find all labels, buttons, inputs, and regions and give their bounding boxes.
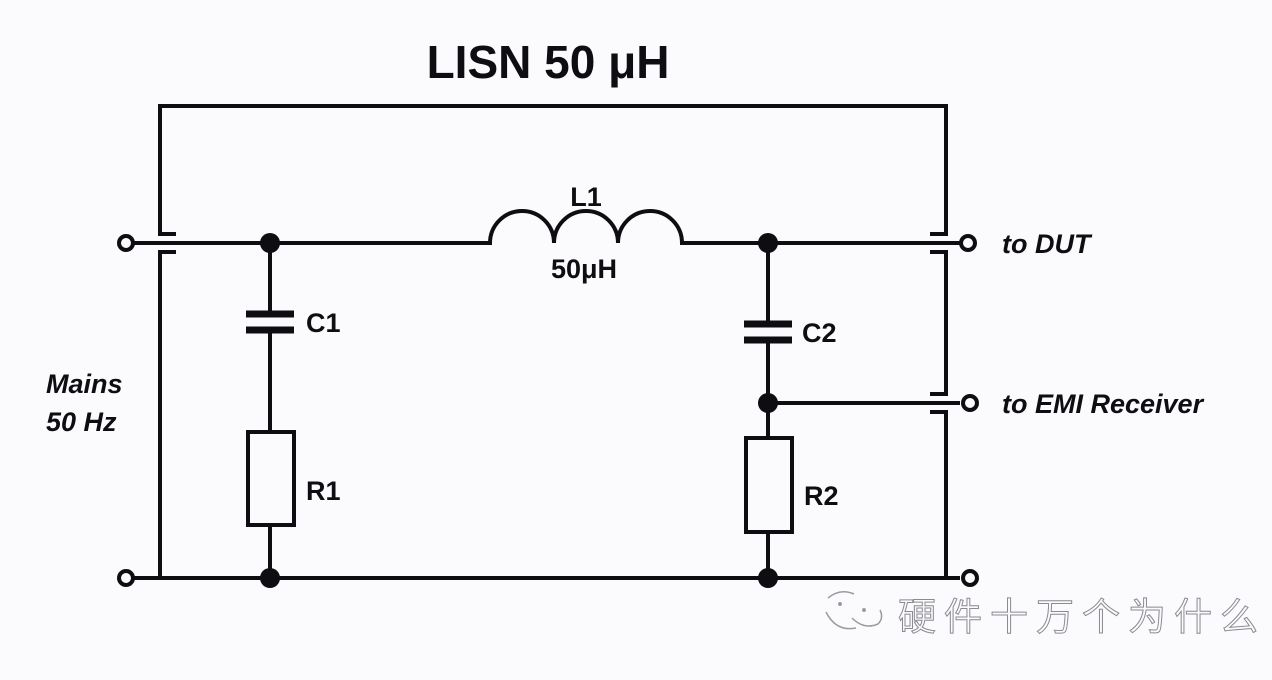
junction-dot bbox=[758, 568, 778, 588]
resistor-r2 bbox=[744, 436, 794, 534]
dut-label: to DUT bbox=[1002, 229, 1093, 259]
inductor-value: 50μH bbox=[551, 254, 617, 284]
c1-label: C1 bbox=[306, 308, 341, 338]
emi-receiver-label: to EMI Receiver bbox=[1002, 389, 1205, 419]
inductor-label: L1 bbox=[570, 182, 602, 212]
junction-dot bbox=[260, 233, 280, 253]
enclosure-top bbox=[158, 104, 948, 236]
feedthrough-left bbox=[160, 232, 176, 254]
feedthrough-dut bbox=[930, 232, 946, 254]
resistor-r1 bbox=[246, 430, 296, 527]
terminal-emi-receiver bbox=[961, 394, 979, 412]
mains-frequency-label: 50 Hz bbox=[46, 407, 117, 437]
terminal-dut bbox=[959, 234, 977, 252]
diagram-title: LISN 50 μH bbox=[427, 36, 670, 88]
junction-dot bbox=[758, 233, 778, 253]
c2-label: C2 bbox=[802, 318, 837, 348]
mains-label: Mains bbox=[46, 369, 123, 399]
terminal-dut-return bbox=[961, 569, 979, 587]
watermark-text: 硬件十万个为什么 bbox=[898, 595, 1266, 639]
inductor-l1 bbox=[487, 209, 685, 246]
terminal-mains-return bbox=[117, 569, 135, 587]
r1-label: R1 bbox=[306, 476, 341, 506]
junction-dot bbox=[758, 393, 778, 413]
terminal-mains-line bbox=[117, 234, 135, 252]
feedthrough-emi bbox=[930, 392, 946, 414]
junction-dot bbox=[260, 568, 280, 588]
r2-label: R2 bbox=[804, 481, 839, 511]
wechat-logo-icon bbox=[825, 591, 883, 630]
